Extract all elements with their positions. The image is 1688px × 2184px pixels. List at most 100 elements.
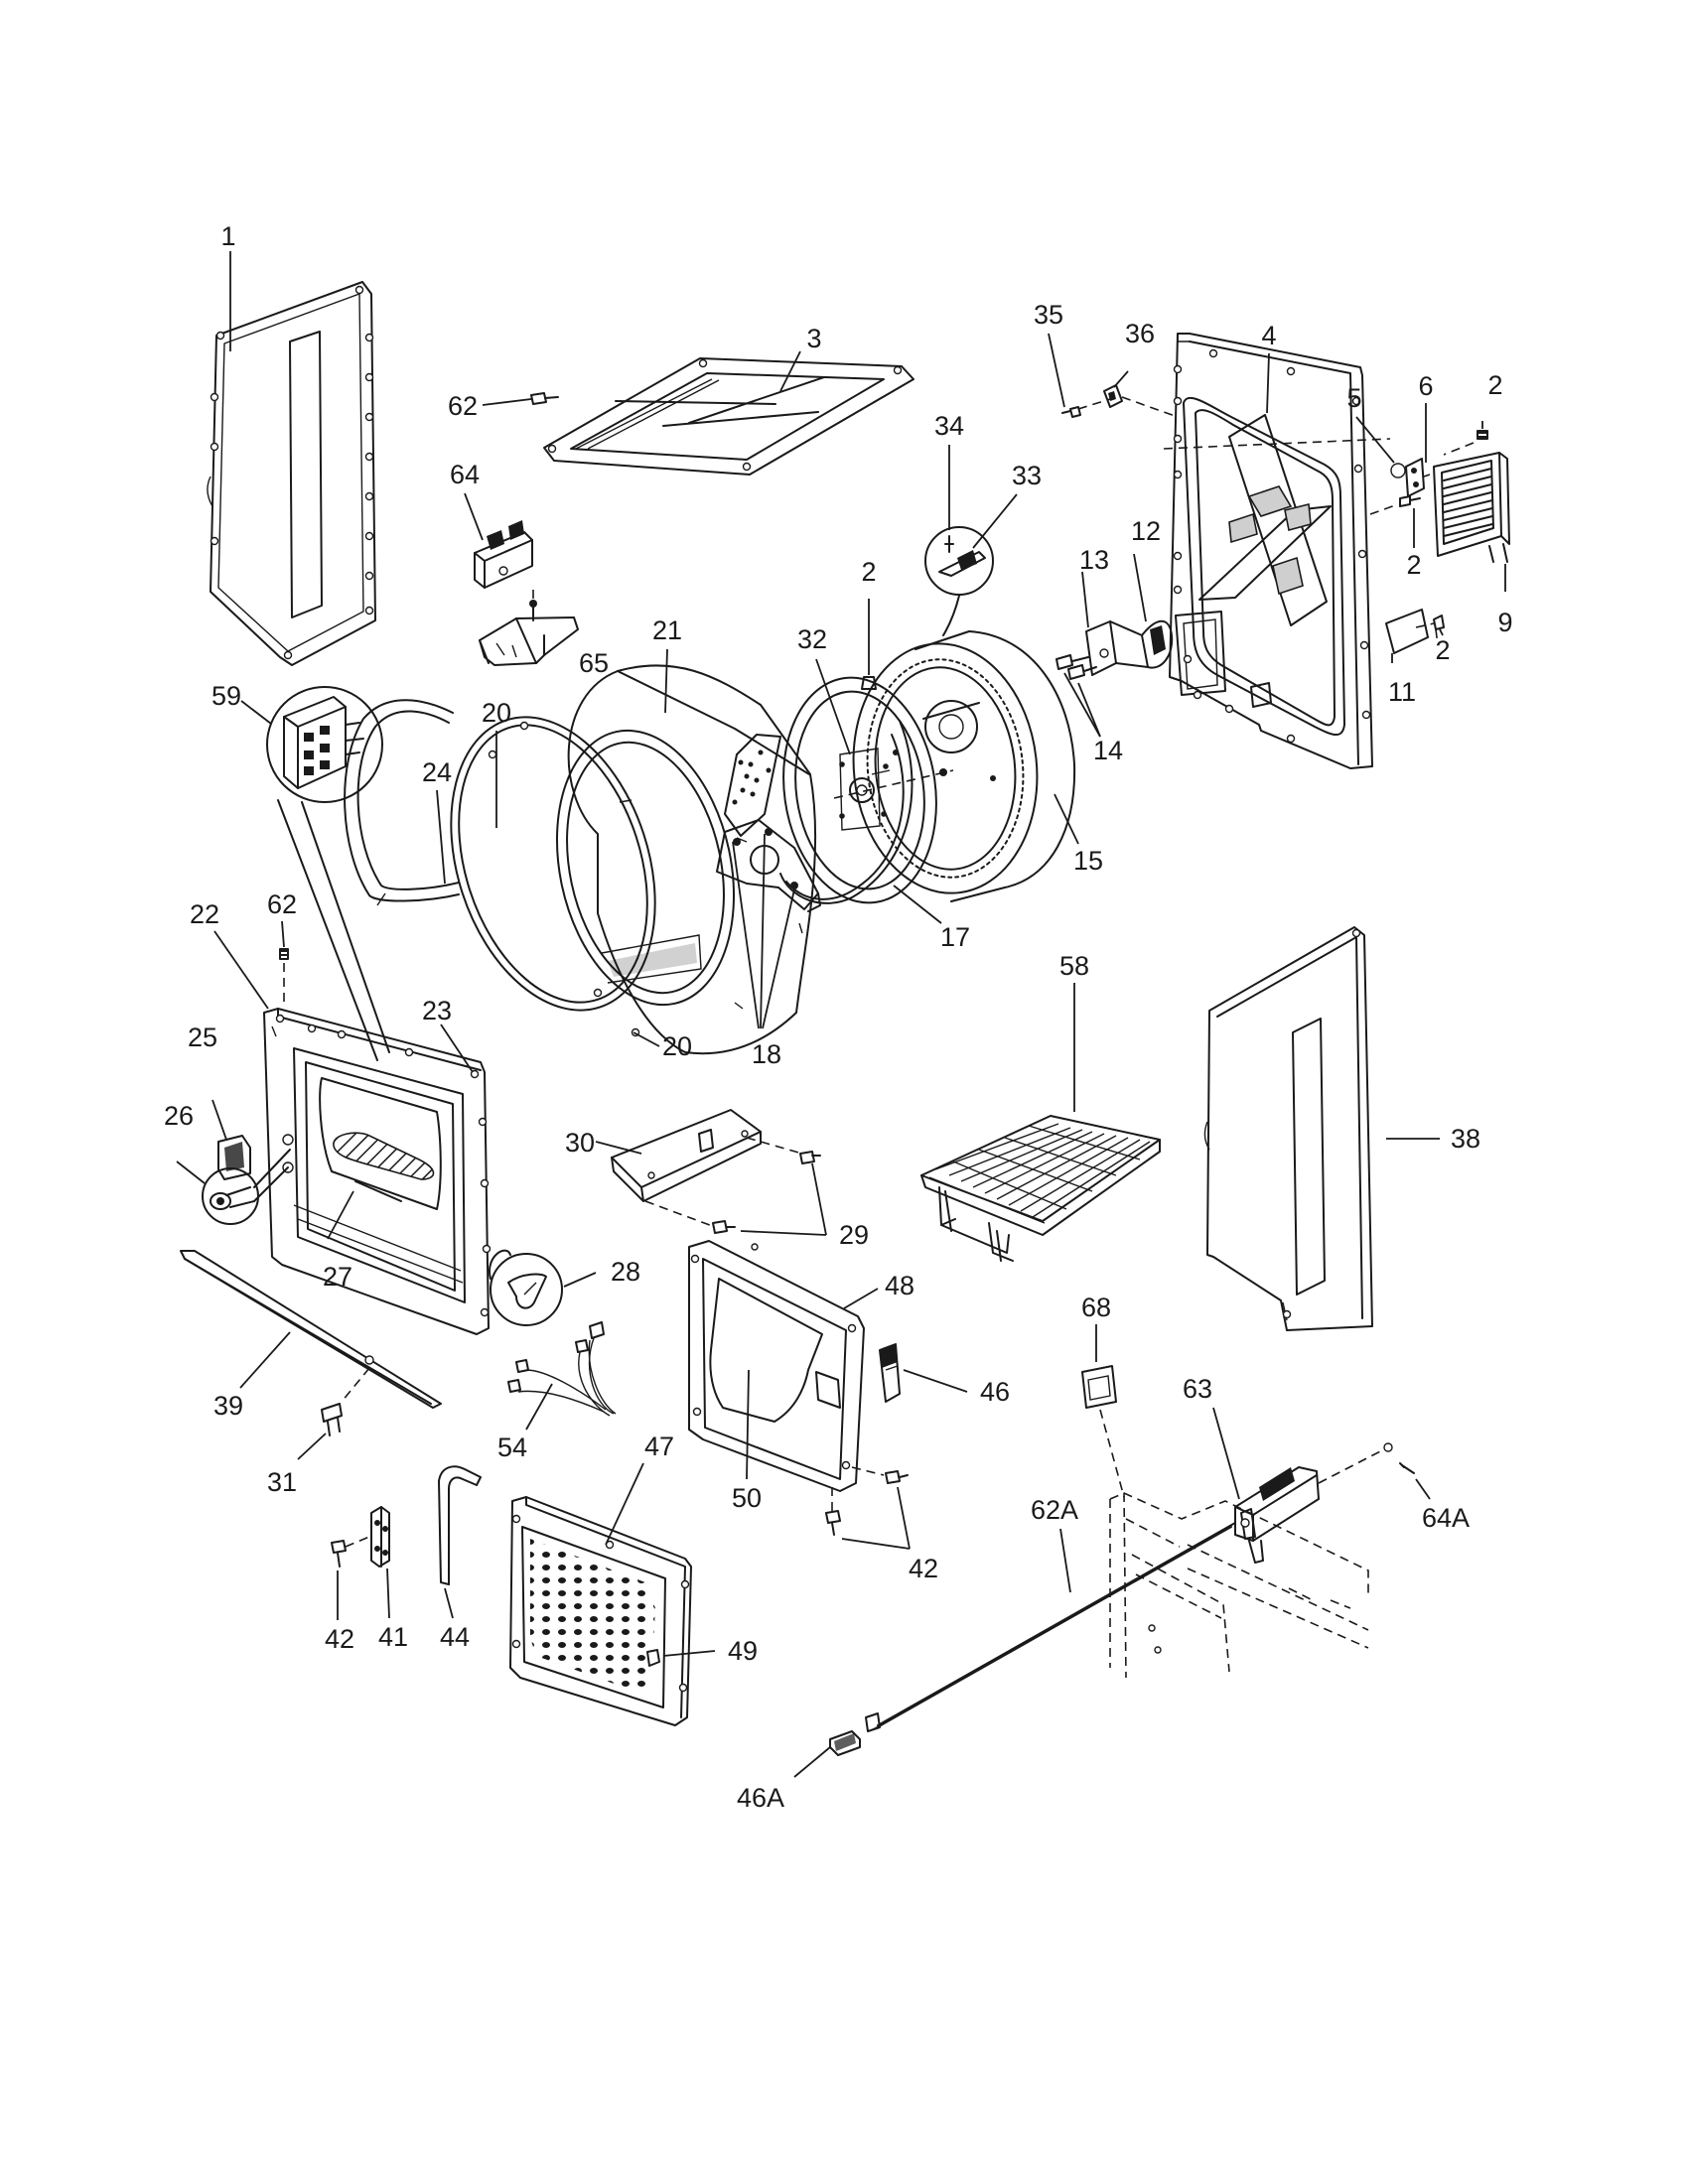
callout-34: 34: [934, 411, 964, 441]
callout-22: 22: [190, 899, 219, 929]
part-44-rod: [438, 1465, 482, 1619]
part-24-seal-ring: [344, 699, 460, 906]
callout-36: 36: [1125, 319, 1155, 348]
part-65-bracket: [479, 600, 579, 666]
part-3-top-frame: [543, 357, 914, 476]
callout-68: 68: [1081, 1293, 1111, 1322]
part-68-sensor-plate: [1081, 1324, 1125, 1498]
callout-6: 6: [1418, 371, 1433, 401]
part-33-34-clip-detail: [924, 526, 994, 636]
callout-20-top: 20: [482, 698, 511, 728]
part-64-switch: [474, 520, 533, 589]
callout-54: 54: [497, 1433, 527, 1462]
part-39-toe-panel: [180, 1250, 442, 1409]
callout-13: 13: [1079, 545, 1109, 575]
callout-18: 18: [752, 1039, 781, 1069]
part-17-drive-belt: [779, 720, 914, 904]
callout-42-right: 42: [909, 1554, 938, 1583]
part-48-access-panel: [688, 1240, 885, 1513]
callout-30: 30: [565, 1128, 595, 1158]
part-14-screws: [1055, 654, 1101, 738]
part-58-drying-rack: [920, 983, 1161, 1262]
callout-41: 41: [378, 1622, 408, 1652]
part-2-screw-drum: [861, 599, 877, 690]
callout-31: 31: [267, 1467, 297, 1497]
callout-29: 29: [839, 1220, 869, 1250]
callout-5: 5: [1346, 383, 1361, 413]
part-31-screw: [297, 1403, 343, 1460]
part-22-front-panel: [263, 1008, 492, 1335]
callout-9: 9: [1497, 608, 1512, 637]
callout-1: 1: [220, 221, 235, 251]
callout-17: 17: [940, 922, 970, 952]
callout-11: 11: [1388, 677, 1416, 707]
part-11-plate: [1385, 609, 1429, 663]
part-63-latch-assembly: [1212, 1407, 1385, 1564]
part-23-leader: [440, 1024, 474, 1073]
part-35-screw: [1061, 406, 1081, 418]
callout-25: 25: [188, 1023, 217, 1052]
callout-20-bot: 20: [662, 1031, 692, 1061]
callout-64: 64: [450, 460, 480, 489]
part-38-right-side-panel: [1203, 926, 1440, 1331]
part-12-13-bracket: [1081, 553, 1174, 676]
part-15-blower-wheel: [852, 630, 1076, 902]
callout-35: 35: [1034, 300, 1063, 330]
part-21-drum: [555, 664, 821, 1055]
callout-14: 14: [1093, 736, 1123, 765]
cabinet-frame-outline: [1109, 1492, 1369, 1679]
part-6-dash: [1423, 474, 1431, 478]
part-27-lint-filter: [327, 1132, 435, 1240]
callout-23: 23: [422, 996, 452, 1025]
callout-32: 32: [797, 624, 827, 654]
callout-24: 24: [422, 757, 452, 787]
callout-58: 58: [1059, 951, 1089, 981]
callout-46: 46: [980, 1377, 1010, 1407]
callout-2-right-top: 2: [1487, 370, 1502, 400]
part-36-clip: [1103, 370, 1129, 408]
part-4-rear-panel: [1163, 333, 1391, 769]
callout-63: 63: [1183, 1374, 1212, 1404]
callout-59: 59: [211, 681, 241, 711]
part-32-rear-bulkhead: [782, 676, 954, 904]
callout-48: 48: [885, 1271, 914, 1300]
callout-4: 4: [1261, 321, 1276, 350]
part-36-dash: [1077, 396, 1179, 418]
callout-42-left: 42: [325, 1624, 354, 1654]
part-6-plate: [1405, 458, 1425, 497]
part-64A-pin: [1383, 1442, 1431, 1500]
part-20-drum-seal: [450, 716, 656, 1037]
callout-21: 21: [652, 615, 682, 645]
part-59-connector-detail: [240, 686, 390, 1061]
part-26-door-catch: [176, 1149, 291, 1225]
callout-27: 27: [323, 1262, 352, 1292]
part-18-leaders: [732, 833, 795, 1029]
callout-38: 38: [1451, 1124, 1480, 1154]
callout-62-mid: 62: [267, 889, 297, 919]
callout-44: 44: [440, 1622, 470, 1652]
part-41-hinge: [370, 1506, 390, 1619]
part-46-clip: [879, 1343, 968, 1403]
part-46A-clip: [793, 1712, 881, 1778]
callout-50: 50: [732, 1483, 762, 1513]
part-54-wire-harness: [507, 1321, 617, 1431]
part-2-screws-right: [1369, 421, 1488, 646]
callout-39: 39: [213, 1391, 243, 1421]
callout-62A: 62A: [1031, 1495, 1078, 1525]
part-9-vent-grille: [1433, 452, 1510, 592]
callout-33: 33: [1012, 461, 1042, 490]
callout-65: 65: [579, 648, 609, 678]
callout-46A: 46A: [737, 1783, 784, 1813]
part-1-left-side-panel: [207, 281, 376, 666]
part-30-bracket: [595, 1109, 803, 1228]
part-62-screw-mid: [279, 948, 289, 1005]
part-47-access-door: [509, 1462, 716, 1726]
callout-2-right-low: 2: [1435, 635, 1450, 665]
callout-64A: 64A: [1422, 1503, 1470, 1533]
callout-26: 26: [164, 1101, 194, 1131]
part-5-washer: [1390, 463, 1406, 478]
callout-15: 15: [1073, 846, 1103, 876]
part-42-screw-left: [331, 1536, 370, 1620]
callout-2-drum: 2: [861, 557, 876, 587]
